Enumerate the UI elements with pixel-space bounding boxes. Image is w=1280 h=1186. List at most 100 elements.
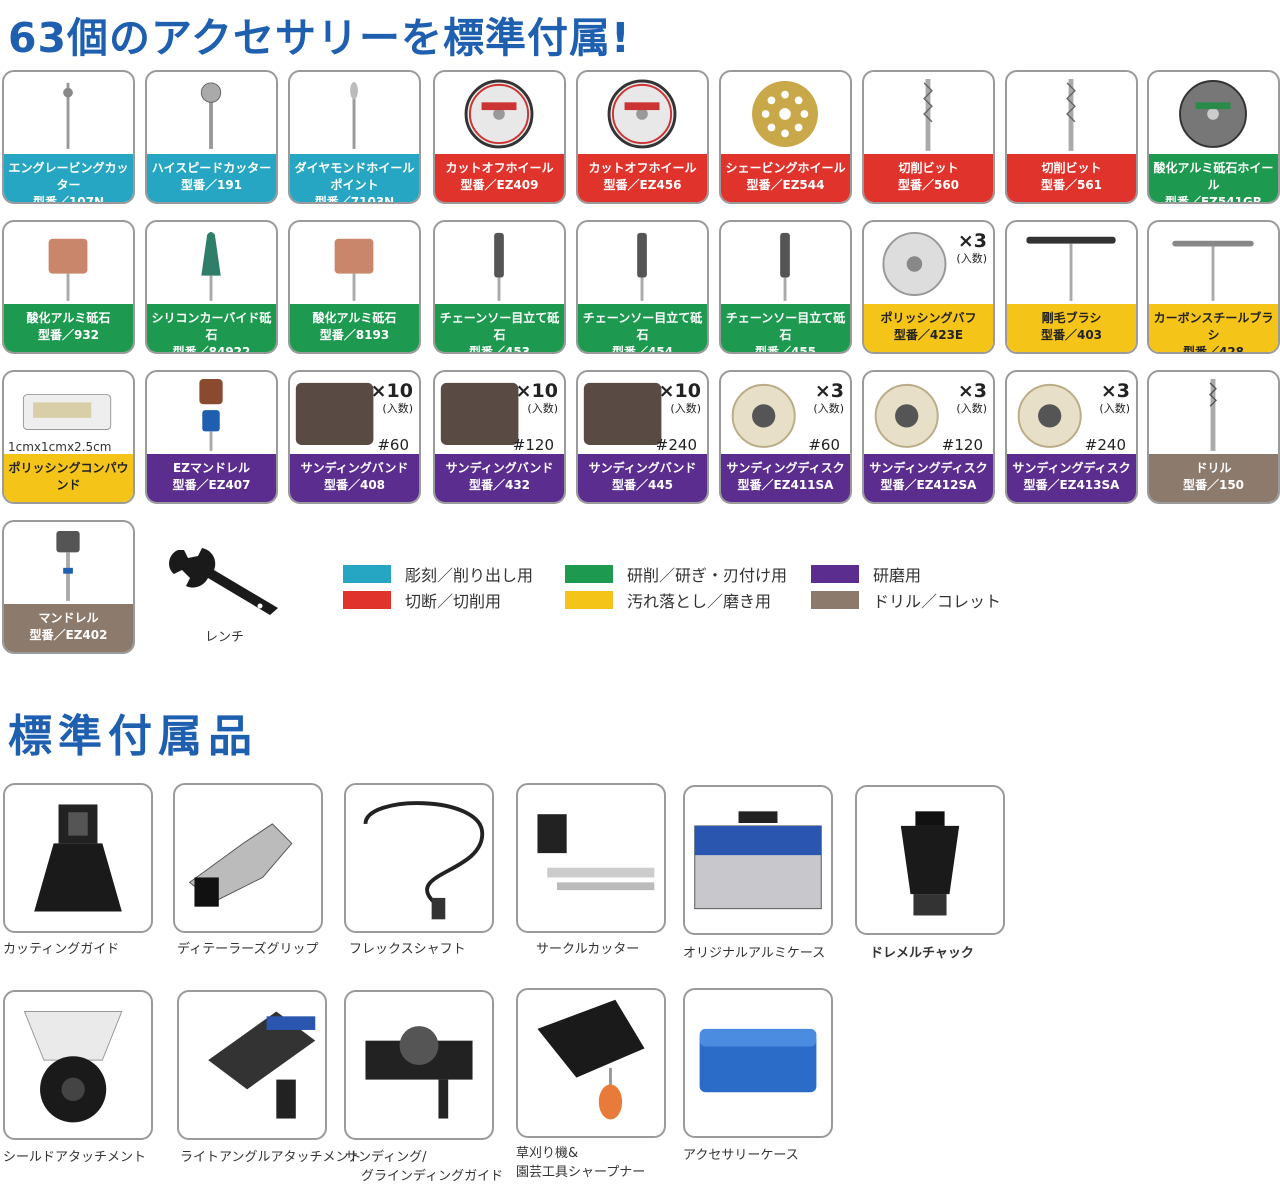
shaving-wheel-icon [721, 72, 850, 154]
cutoff-wheel-icon [578, 72, 707, 154]
chainsaw-stone-icon [721, 222, 850, 304]
accessory-model: 型番／408 [323, 478, 386, 492]
accessory-card: シリコンカーバイド砥石型番／84922 [145, 220, 278, 354]
section-title-standard: 標準付属品 [8, 711, 258, 762]
sanding-band-icon [290, 372, 419, 454]
accessory-label: 酸化アルミ砥石ホイール型番／EZ541GR [1149, 154, 1278, 202]
standard-item-label: オリジナルアルミケース [683, 946, 826, 961]
accessory-card: 切削ビット型番／560 [862, 70, 995, 204]
cutting-bit-icon [864, 72, 993, 154]
accessory-grid: エングレービングカッター型番／107N ハイスピードカッター型番／191 ダイヤモン… [0, 70, 1280, 670]
accessory-model: 型番／560 [897, 178, 960, 192]
quantity-label: ×3(入数) [1099, 380, 1130, 416]
standard-item-label: フレックスシャフト [349, 942, 466, 957]
legend-label: 切断／切削用 [405, 592, 502, 611]
sanding-guide-icon [344, 990, 494, 1140]
legend-item: 研削／研ぎ・刃付け用 [565, 562, 787, 586]
accessory-label: カットオフホイール型番／EZ456 [578, 154, 707, 202]
accessory-model: 型番／445 [611, 478, 674, 492]
accessory-model: 型番／7103N [314, 195, 395, 204]
accessory-label: 酸化アルミ砥石型番／932 [4, 304, 133, 352]
legend-item: 彫刻／削り出し用 [343, 562, 533, 586]
accessory-label: ポリッシングコンパウンド [4, 454, 133, 502]
accessory-model: 型番／EZ544 [746, 178, 825, 192]
grit-label: #120 [941, 436, 983, 454]
accessory-name: カットオフホイール [588, 161, 697, 175]
circle-cutter-icon [516, 783, 666, 933]
legend-item: 汚れ落とし／磨き用 [565, 588, 771, 612]
detailers-grip-icon [173, 783, 323, 933]
accessory-name: 酸化アルミ砥石 [26, 311, 111, 325]
flex-shaft-icon [344, 783, 494, 933]
sanding-disc-icon [864, 372, 993, 454]
cutting-bit-icon [1007, 72, 1136, 154]
legend-swatch [565, 591, 613, 609]
accessory-name: 剛毛ブラシ [1041, 311, 1102, 325]
standard-item-label: ライトアングルアタッチメント [180, 1150, 362, 1165]
accessory-model: 型番／EZ541GR [1164, 195, 1263, 204]
wrench-icon [160, 540, 290, 625]
accessory-model: 型番／453 [468, 345, 531, 354]
chainsaw-stone-icon [435, 222, 564, 304]
standard-item-label: ドレメルチャック [870, 946, 974, 961]
accessory-label: サンディングバンド型番／432 [435, 454, 564, 502]
legend-swatch [343, 565, 391, 583]
accessory-model: 型番／EZ407 [172, 478, 251, 492]
accessory-name: チェーンソー目立て砥石 [725, 311, 846, 342]
accessory-model: 型番／428 [1182, 345, 1245, 354]
quantity-label: ×3(入数) [956, 380, 987, 416]
grinding-wheel-icon [1149, 72, 1278, 154]
accessory-name: ポリッシングコンパウンド [8, 461, 129, 492]
accessory-label: サンディングバンド型番／445 [578, 454, 707, 502]
accessory-label: EZマンドレル型番／EZ407 [147, 454, 276, 502]
accessory-name: サンディングバンド [300, 461, 409, 475]
accessory-label: シリコンカーバイド砥石型番／84922 [147, 304, 276, 352]
accessory-label: 切削ビット型番／561 [1007, 154, 1136, 202]
quantity-label: ×10(入数) [658, 380, 701, 416]
accessory-model: 型番／150 [1182, 478, 1245, 492]
accessory-case-icon [683, 988, 833, 1138]
page-title: 63個のアクセサリーを標準付属! [8, 14, 631, 62]
standard-item-label: アクセサリーケース [683, 1148, 799, 1163]
accessory-name: チェーンソー目立て砥石 [439, 311, 560, 342]
accessory-model: 型番／561 [1040, 178, 1103, 192]
accessory-label: チェーンソー目立て砥石型番／454 [578, 304, 707, 352]
accessory-name: 酸化アルミ砥石ホイール [1153, 161, 1274, 192]
accessory-label: シェービングホイール型番／EZ544 [721, 154, 850, 202]
accessory-card: チェーンソー目立て砥石型番／455 [719, 220, 852, 354]
wrench-label: レンチ [205, 630, 245, 645]
accessory-label: ダイヤモンドホイールポイント型番／7103N [290, 154, 419, 202]
polishing-compound-icon [4, 372, 133, 454]
high-speed-cutter-icon [147, 72, 276, 154]
standard-item-label: シールドアタッチメント [3, 1150, 147, 1165]
accessory-card: カーボンスチールブラシ型番／428 [1147, 220, 1280, 354]
accessory-label: 剛毛ブラシ型番／403 [1007, 304, 1136, 352]
standard-item-label: サークルカッター [536, 942, 640, 957]
accessory-label: エングレービングカッター型番／107N [4, 154, 133, 202]
polishing-buff-icon [864, 222, 993, 304]
shield-attachment-icon [3, 990, 153, 1140]
accessory-name: サンディングバンド [445, 461, 554, 475]
silicon-carbide-stone-icon [147, 222, 276, 304]
chuck-icon [855, 785, 1005, 935]
legend-label: 彫刻／削り出し用 [405, 566, 534, 585]
accessory-model: 型番／EZ411SA [737, 478, 834, 492]
accessory-card: 酸化アルミ砥石型番／8193 [288, 220, 421, 354]
sanding-disc-icon [721, 372, 850, 454]
chainsaw-stone-icon [578, 222, 707, 304]
accessory-model: 型番／84922 [172, 345, 251, 354]
legend-item: 研磨用 [811, 562, 921, 586]
accessory-model: 型番／107N [32, 195, 105, 204]
accessory-model: 型番／EZ413SA [1023, 478, 1120, 492]
accessory-label: 酸化アルミ砥石型番／8193 [290, 304, 419, 352]
diamond-point-icon [290, 72, 419, 154]
standard-item-label: カッティングガイド [3, 942, 120, 957]
accessory-label: ハイスピードカッター型番／191 [147, 154, 276, 202]
accessory-name: ポリッシングバフ [880, 311, 977, 325]
legend-item: 切断／切削用 [343, 588, 501, 612]
mandrel-icon [4, 522, 133, 604]
accessory-model: 型番／432 [468, 478, 531, 492]
